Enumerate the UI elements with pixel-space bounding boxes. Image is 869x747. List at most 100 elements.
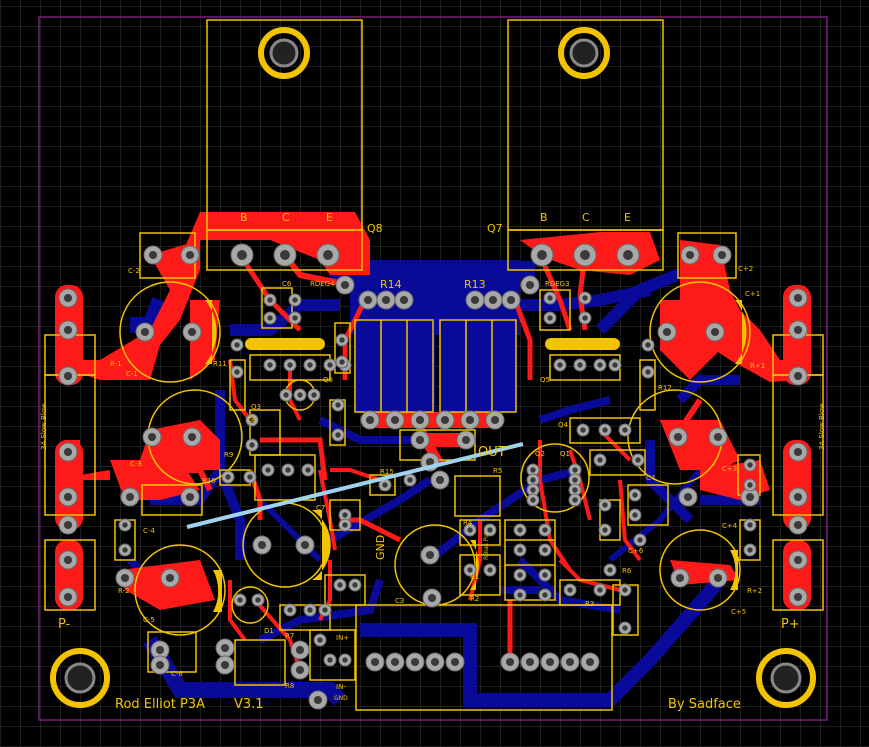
pad-hole [572, 477, 578, 483]
pad-hole [63, 520, 73, 530]
pad-hole [295, 645, 305, 655]
pads-layer[interactable] [58, 243, 808, 710]
pad-hole [585, 657, 595, 667]
pad-hole [257, 540, 267, 550]
r15-label: R15 [380, 468, 394, 476]
r12-label: R12 [658, 384, 672, 392]
pad-hole [327, 657, 333, 663]
pad-hole [577, 362, 583, 368]
pad-hole [249, 442, 255, 448]
pad-hole [487, 527, 493, 533]
mounting-hole-q7 [569, 38, 599, 68]
pad-hole [352, 582, 358, 588]
mounting-hole-q8 [269, 38, 299, 68]
pad-hole [125, 492, 135, 502]
pad-hole [465, 415, 475, 425]
pad-hole [122, 547, 128, 553]
pad-hole [234, 342, 240, 348]
pad-hole [220, 660, 230, 670]
pad-hole [622, 625, 628, 631]
pad-hole [155, 660, 165, 670]
pad-hole [247, 474, 253, 480]
pad-hole [580, 427, 586, 433]
pad-hole [120, 573, 130, 583]
pad-hole [63, 592, 73, 602]
board-outline [38, 16, 828, 721]
pad-hole [530, 467, 536, 473]
pad-hole [187, 432, 197, 442]
pad-hole [292, 315, 298, 321]
c7-label: C7 [316, 504, 326, 512]
pad-hole [267, 315, 273, 321]
pad-hole [612, 362, 618, 368]
pad-hole [602, 527, 608, 533]
r2n-label: R-2 [118, 587, 130, 595]
gnd-label: GND [374, 534, 387, 560]
pad-hole [287, 362, 293, 368]
pad-hole [185, 250, 195, 260]
pad-hole [297, 392, 303, 398]
q7-c-label: C [582, 211, 590, 224]
pad-hole [673, 432, 683, 442]
c3p-label: C+3 [722, 465, 738, 473]
pad-hole [285, 467, 291, 473]
c4n-label: C-4 [143, 527, 155, 535]
pad-hole [370, 657, 380, 667]
q8-e-label: E [326, 211, 333, 224]
pad-hole [597, 457, 603, 463]
r8-label: R8 [285, 682, 295, 690]
silk-marks [205, 300, 747, 612]
pad-hole [793, 293, 803, 303]
pad-hole [537, 250, 547, 260]
c2p-label: C+2 [738, 265, 754, 273]
r6-label: R6 [622, 567, 632, 575]
pad-hole [607, 567, 613, 573]
pad-hole [425, 550, 435, 560]
pad-hole [381, 295, 391, 305]
board-author: By Sadface [668, 697, 741, 712]
pad-hole [427, 593, 437, 603]
pad-hole [542, 572, 548, 578]
pad-hole [525, 280, 535, 290]
r2-label: R2 [470, 595, 480, 603]
pad-hole [147, 432, 157, 442]
pad-hole [530, 487, 536, 493]
pad-hole [645, 342, 651, 348]
pad-hole [317, 637, 323, 643]
rbias-pot-label: RBias Pot [483, 531, 490, 560]
pad-hole [635, 457, 641, 463]
c6p-label: C+6 [628, 547, 644, 555]
pad-hole [582, 315, 588, 321]
c5n-label: C-5 [143, 616, 155, 624]
pad-hole [505, 657, 515, 667]
pad-hole [165, 573, 175, 583]
pad-hole [342, 657, 348, 663]
q8-label: Q8 [367, 222, 383, 235]
pad-hole [63, 293, 73, 303]
pad-hole [683, 492, 693, 502]
pad-hole [300, 540, 310, 550]
pad-hole [622, 427, 628, 433]
pad-hole [399, 295, 409, 305]
pad-hole [747, 482, 753, 488]
pad-hole [467, 527, 473, 533]
pad-hole [717, 250, 727, 260]
pad-hole [461, 435, 471, 445]
pad-hole [542, 547, 548, 553]
c6-label: C6 [282, 280, 292, 288]
pad-hole [140, 327, 150, 337]
pad-hole [265, 467, 271, 473]
pad-hole [622, 587, 628, 593]
r3-label: R3 [585, 600, 595, 608]
pad-hole [122, 522, 128, 528]
pad-hole [267, 297, 273, 303]
pad-hole [225, 474, 231, 480]
pad-hole [542, 592, 548, 598]
pad-hole [340, 280, 350, 290]
pad-hole [793, 520, 803, 530]
rdeg4-label: RDEG4 [310, 280, 335, 288]
c6n-label: C-6 [171, 670, 183, 678]
r11-label: R11 [213, 360, 227, 368]
